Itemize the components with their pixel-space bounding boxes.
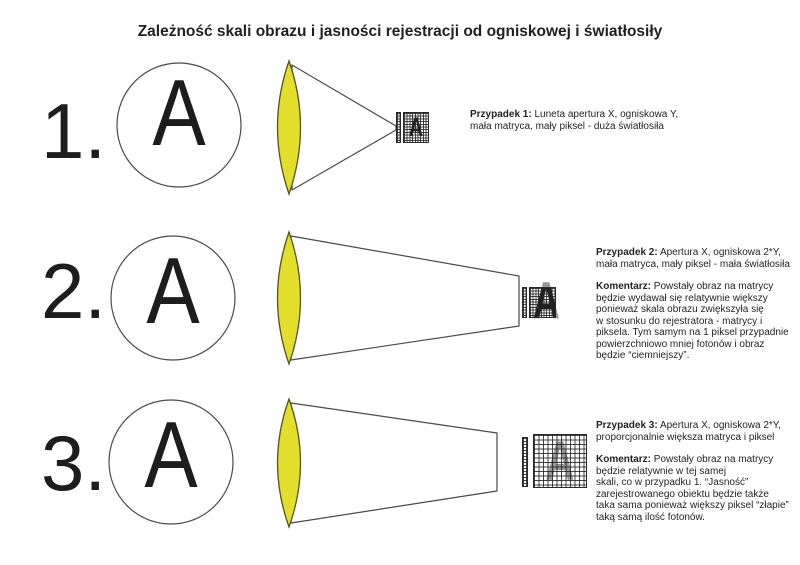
object-circle (110, 235, 236, 361)
object-circle (116, 62, 242, 188)
case-paragraph: Przypadek 2: Apertura X, ogniskowa 2*Y, … (596, 247, 800, 270)
sensor-grid-lines (397, 113, 400, 142)
row1-optics (116, 59, 397, 197)
sensor-matrix-2: A A (521, 275, 561, 327)
sensor-matrix-3: A (521, 433, 589, 490)
sensor-side-strip (522, 287, 527, 318)
diagram-title: Zależność skali obrazu i jasności rejest… (137, 23, 663, 40)
case-label: Przypadek 1: (470, 109, 532, 120)
case-description-2: Przypadek 2: Apertura X, ogniskowa 2*Y, … (596, 247, 800, 362)
sensor-grid: A (403, 112, 429, 143)
sensor-grid: A (529, 287, 556, 318)
sensor-side-strip (396, 112, 401, 143)
row-number-1: 1. (40, 87, 106, 175)
case-description-3: Przypadek 3: Apertura X, ogniskowa 2*Y, … (596, 420, 800, 523)
sensor-matrix-1: A (396, 112, 436, 143)
comment-paragraph: Komentarz: Powstały obraz na matrycy będ… (596, 281, 800, 362)
comment-label: Komentarz: (596, 454, 652, 465)
sensor-grid: A (533, 433, 587, 489)
comment-paragraph: Komentarz: Powstały obraz na matrycy będ… (596, 454, 800, 523)
case-paragraph: Przypadek 1: Luneta apertura X, ogniskow… (470, 109, 790, 132)
comment-text: Powstały obraz na matrycy będzie wydawał… (596, 281, 789, 361)
sensor-grid-lines (530, 288, 555, 317)
lens-shape (276, 397, 302, 529)
sensor-grid-lines (534, 435, 586, 487)
case-text: Apertura X, ogniskowa 2*Y, proporcjonaln… (596, 420, 781, 443)
light-cone (291, 64, 397, 191)
object-letter: A (144, 402, 198, 507)
object-letter: A (152, 60, 206, 165)
light-cone (290, 402, 498, 524)
case-description-1: Przypadek 1: Luneta apertura X, ogniskow… (470, 109, 790, 132)
sensor-grid-lines (523, 288, 526, 317)
object-circle (108, 399, 234, 525)
light-cone (290, 235, 520, 361)
sensor-grid-lines (404, 113, 428, 142)
row-number-2: 2. (40, 247, 106, 335)
row2-optics (110, 230, 520, 366)
row-number-3: 3. (40, 419, 106, 507)
sensor-grid-lines (523, 438, 527, 486)
object-letter: A (146, 238, 200, 343)
case-paragraph: Przypadek 3: Apertura X, ogniskowa 2*Y, … (596, 420, 800, 443)
case-label: Przypadek 3: (596, 420, 658, 431)
case-label: Przypadek 2: (596, 247, 658, 258)
sensor-side-strip (522, 437, 528, 487)
lens-shape (276, 59, 302, 197)
case-text: Luneta apertura X, ogniskowa Y, mała mat… (470, 109, 679, 132)
comment-label: Komentarz: (596, 281, 652, 292)
comment-text: Powstały obraz na matrycy będzie relatyw… (596, 454, 789, 523)
row3-optics (108, 397, 498, 529)
lens-shape (276, 230, 302, 366)
case-text: Apertura X, ogniskowa 2*Y, mała matryca,… (596, 247, 790, 270)
